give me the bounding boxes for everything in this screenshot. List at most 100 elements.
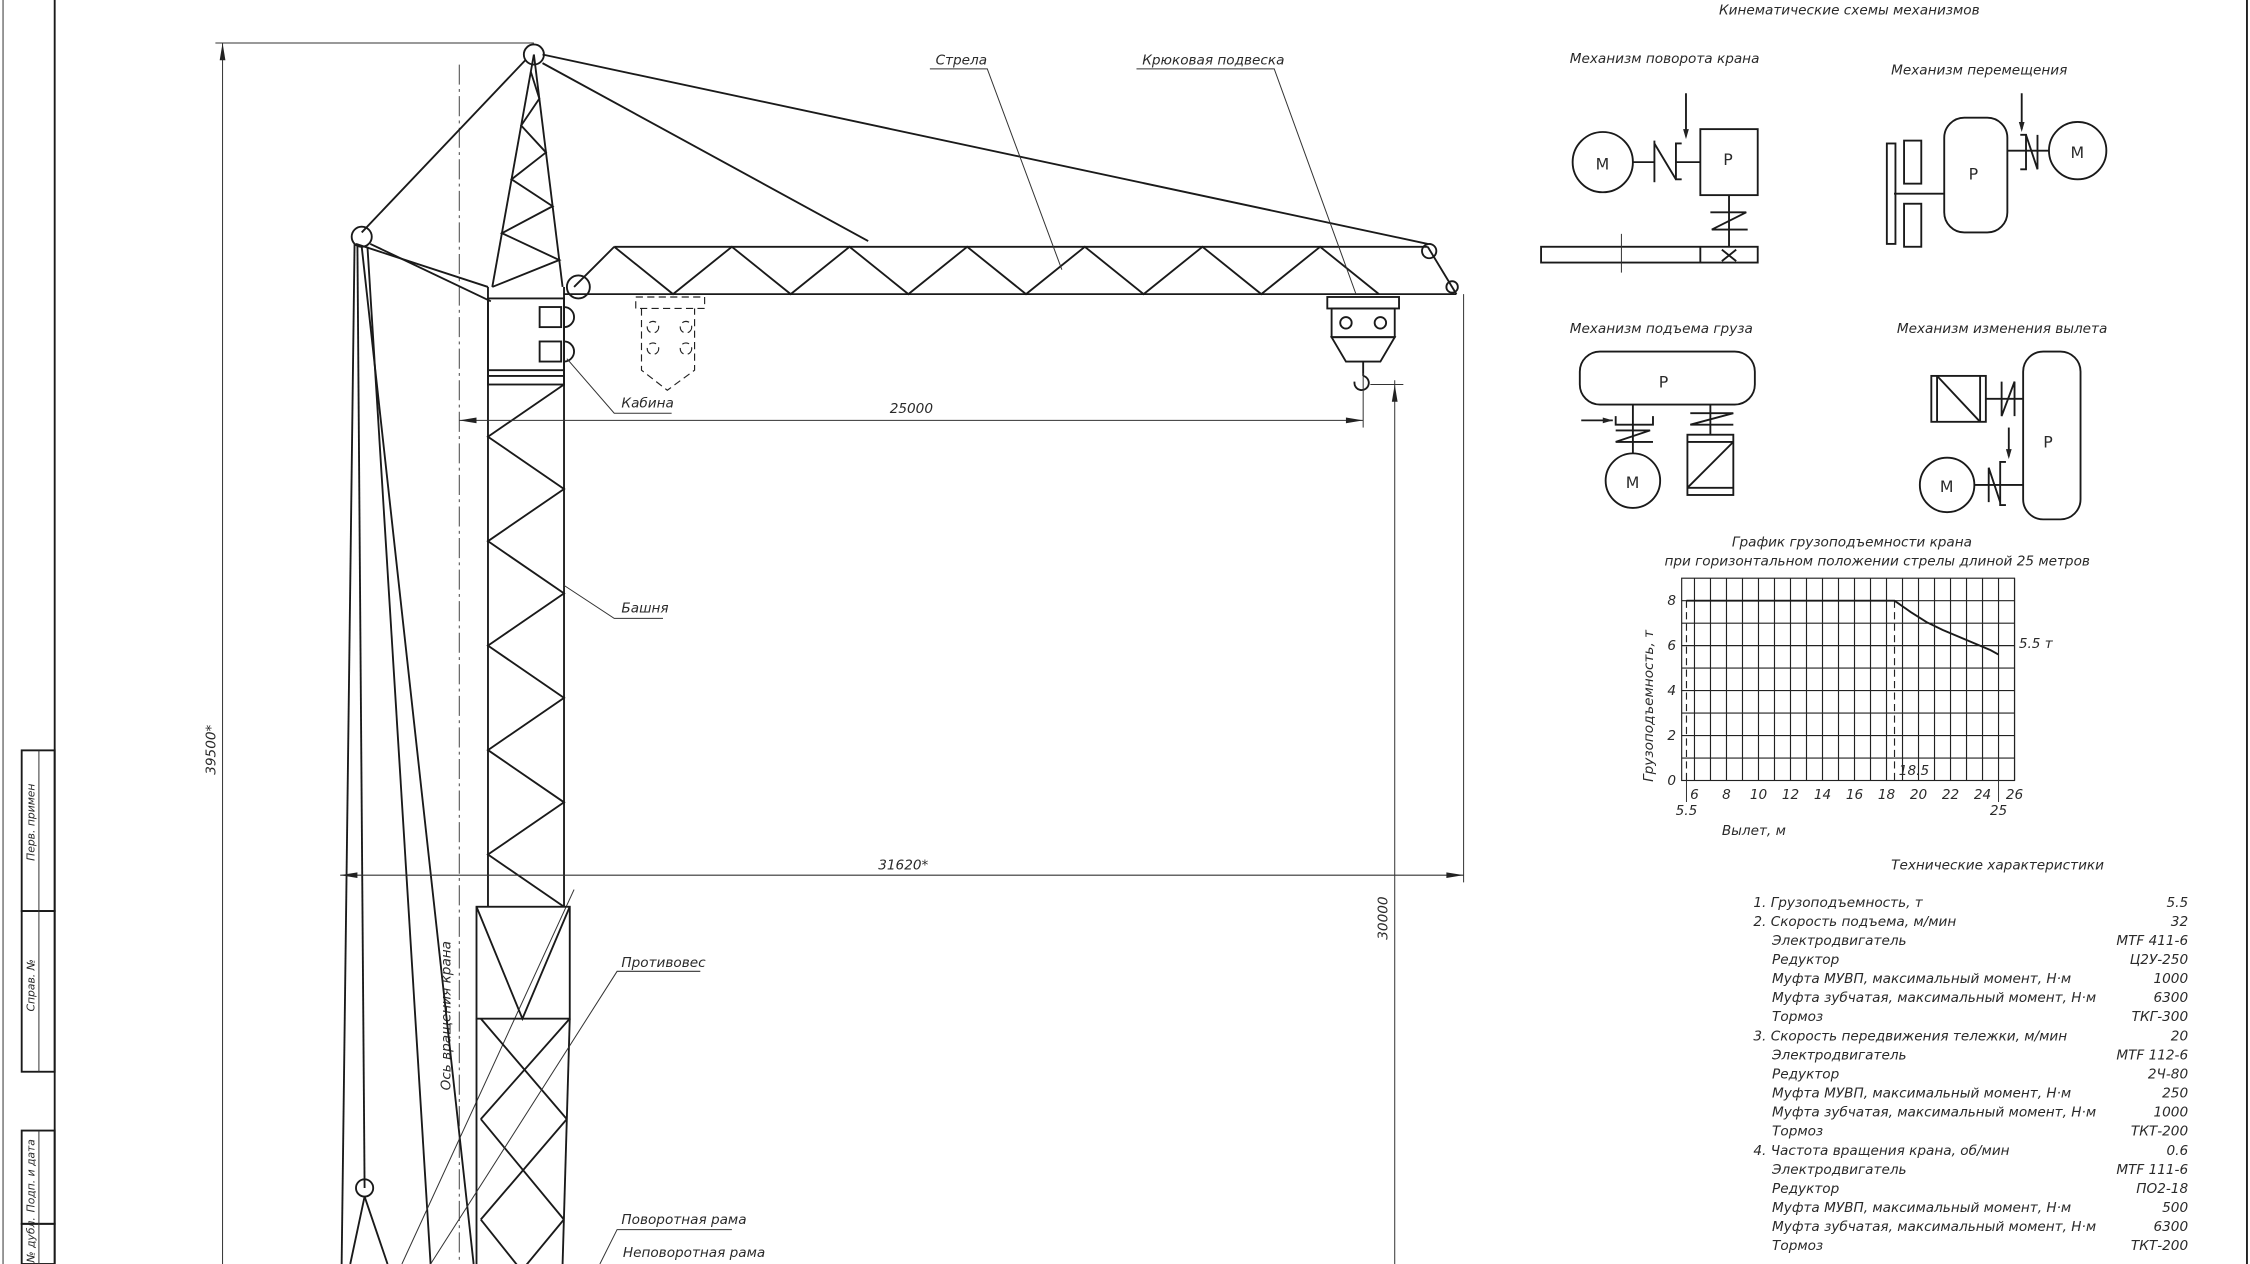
dim-reach: 25000 — [890, 401, 933, 417]
travel-mechanism: Механизм перемещения Р М — [1885, 63, 2108, 248]
spec-value: 1000 — [2153, 971, 2188, 987]
tower-head — [491, 43, 564, 288]
reducer-symbol: Р — [2043, 433, 2053, 452]
stamp-sprav-no: Справ. № — [25, 959, 38, 1011]
jib-pin-icon — [565, 274, 591, 300]
chart-y-tick: 8 — [1667, 593, 1676, 609]
spec-value: MTF 111-6 — [2116, 1162, 2188, 1178]
trolley-ghost — [635, 296, 706, 391]
motor-symbol: М — [1626, 473, 1640, 492]
spec-value: 250 — [2162, 1086, 2188, 1102]
label-counterweight: Противовес — [621, 955, 706, 971]
chart-x-tick: 5.5 — [1676, 803, 1698, 819]
spec-label: Тормоз — [1772, 1238, 1823, 1254]
chart-x-tick: 18 — [1878, 787, 1896, 803]
chart-plot-area — [1681, 577, 2016, 782]
hook-icon — [1353, 374, 1370, 392]
dim-height: 39500* — [203, 724, 219, 774]
reducer-icon — [1943, 116, 2009, 234]
spec-value: 500 — [2162, 1200, 2188, 1216]
tower — [475, 286, 571, 1264]
chart-y-tick: 6 — [1667, 638, 1676, 654]
load-capacity-chart: График грузоподъемности крана при горизо… — [1641, 535, 2090, 839]
spec-value: 6300 — [2153, 990, 2188, 1006]
reducer-icon — [2022, 350, 2082, 521]
chart-xlabel: Вылет, м — [1722, 823, 1786, 839]
travel-mechanism-title: Механизм перемещения — [1891, 63, 2067, 79]
spec-value: 20 — [2171, 1028, 2188, 1044]
spec-value: 1000 — [2153, 1105, 2188, 1121]
stamp-inv-dubl: № дубл. — [25, 1217, 38, 1263]
chart-y-tick: 2 — [1667, 728, 1676, 744]
reducer-symbol: Р — [1969, 164, 1979, 183]
chart-y-tick: 4 — [1667, 683, 1676, 699]
spec-label: Тормоз — [1772, 1124, 1823, 1140]
chart-x-tick: 24 — [1974, 787, 1991, 803]
rotation-mechanism-title: Механизм поворота крана — [1570, 51, 1760, 67]
motor-icon — [1604, 452, 1662, 509]
hook-block — [1326, 296, 1400, 392]
kinematic-title: Кинематические схемы механизмов — [1719, 2, 1980, 18]
spec-label: Муфта зубчатая, максимальный момент, Н·м — [1772, 1219, 2096, 1235]
label-cabin: Кабина — [621, 395, 673, 411]
spec-label: 3. Скорость передвижения тележки, м/мин — [1753, 1028, 2067, 1044]
spec-label: Тормоз — [1772, 1009, 1823, 1025]
label-hook: Крюковая подвеска — [1142, 53, 1284, 69]
label-tower: Башня — [621, 601, 668, 617]
spec-value: 2Ч-80 — [2148, 1066, 2188, 1082]
hoist-mechanism: Механизм подъема груза Р М — [1570, 321, 1756, 509]
chart-x-tick: 22 — [1942, 787, 1959, 803]
anchor-pin-icon — [355, 1178, 375, 1198]
capacity-series-line — [1686, 599, 1999, 656]
label-jib: Стрела — [936, 53, 987, 69]
spec-value: ТКГ-300 — [2132, 1009, 2188, 1025]
chart-title: График грузоподъемности крана — [1732, 535, 1972, 551]
label-rotating-frame: Поворотная рама — [621, 1212, 746, 1228]
spec-label: Электродвигатель — [1771, 1047, 1906, 1063]
spec-value: MTF 112-6 — [2116, 1047, 2188, 1063]
spec-label: 1. Грузоподъемность, т — [1753, 895, 1923, 911]
chart-ylabel: Грузоподъемность, т — [1641, 629, 1657, 782]
chart-x-tick: 8 — [1722, 787, 1731, 803]
spec-label: 4. Частота вращения крана, об/мин — [1753, 1143, 2009, 1159]
chart-x-tick: 12 — [1782, 787, 1799, 803]
chart-x-tick: 20 — [1910, 787, 1927, 803]
spec-label: Редуктор — [1772, 1066, 1840, 1082]
spec-label: Муфта МУВП, максимальный момент, Н·м — [1772, 1086, 2071, 1102]
spec-value: MTF 411-6 — [2116, 933, 2188, 949]
dim-hook-height: 30000 — [1376, 896, 1392, 939]
spec-label: Электродвигатель — [1771, 1162, 1906, 1178]
luffing-mechanism-title: Механизм изменения вылета — [1897, 321, 2107, 337]
chart-x-tick: 6 — [1690, 787, 1699, 803]
side-stamp: Перв. примен Справ. № Подп. и дата № дуб… — [20, 749, 56, 1264]
spec-value: Ц2У-250 — [2130, 952, 2188, 968]
chart-y-tick: 0 — [1667, 773, 1676, 789]
spec-label: Муфта зубчатая, максимальный момент, Н·м — [1772, 990, 2096, 1006]
spec-label: Муфта зубчатая, максимальный момент, Н·м — [1772, 1105, 2096, 1121]
strut-pin-icon — [350, 225, 373, 248]
motor-symbol: М — [2070, 143, 2084, 162]
dimensions: 39500* 25000 31620* 30000 — [203, 42, 1465, 1264]
annotation-break-reach: 18.5 — [1899, 763, 1929, 779]
rotation-mechanism: Механизм поворота крана М Р — [1540, 51, 1760, 273]
spec-value: 5.5 — [2166, 895, 2188, 911]
spec-value: ПО2-18 — [2136, 1181, 2188, 1197]
kinematic-schemes: Кинематические схемы механизмов Механизм… — [1540, 2, 2108, 521]
jib — [564, 242, 1459, 300]
annotation-max-load: 5.5 т — [2019, 636, 2054, 652]
spec-label: Электродвигатель — [1771, 933, 1906, 949]
spec-label: Муфта МУВП, максимальный момент, Н·м — [1772, 971, 2071, 987]
specs-title: Технические характеристики — [1891, 857, 2104, 873]
spec-value: ТКТ-200 — [2131, 1124, 2188, 1140]
luffing-mechanism: Механизм изменения вылета Р М — [1897, 321, 2107, 521]
spec-label: 2. Скорость подъема, м/мин — [1753, 914, 1956, 930]
dim-span: 31620* — [878, 857, 928, 873]
chart-x-tick: 14 — [1814, 787, 1831, 803]
label-fixed-frame: Неповоротная рама — [623, 1245, 765, 1261]
cabin — [487, 297, 575, 386]
reducer-symbol: Р — [1723, 150, 1733, 169]
reducer-icon — [1578, 350, 1756, 406]
spec-value: 0.6 — [2166, 1143, 2188, 1159]
chart-x-tick: 10 — [1750, 787, 1767, 803]
